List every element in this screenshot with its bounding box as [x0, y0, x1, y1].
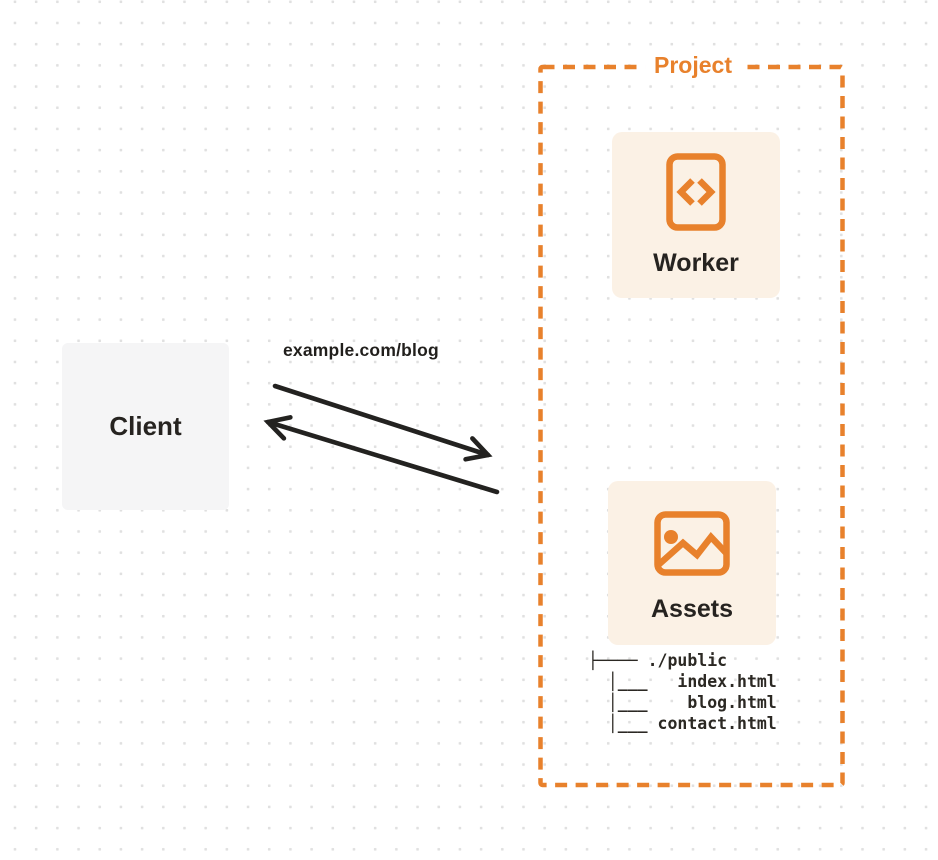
project-label: Project: [645, 52, 741, 79]
image-icon: [654, 511, 730, 576]
client-node: Client: [62, 343, 229, 510]
chevron-right-icon: [697, 178, 716, 206]
response-arrow: [263, 415, 500, 495]
chevron-left-icon: [676, 178, 695, 206]
file-tree-line-index: │___ index.html: [588, 672, 777, 691]
client-label: Client: [109, 411, 182, 441]
request-url-label: example.com/blog: [283, 340, 439, 360]
worker-label: Worker: [653, 249, 739, 277]
file-tree: ├──── ./public │___ index.html │___ blog…: [588, 650, 777, 734]
request-arrow: [272, 383, 493, 462]
assets-label: Assets: [651, 595, 733, 623]
mountains-icon: [660, 532, 724, 570]
file-tree-line-root: ├──── ./public: [588, 651, 728, 670]
assets-node: Assets: [608, 481, 776, 645]
code-document-icon: [666, 153, 726, 231]
sun-icon: [664, 530, 678, 544]
file-tree-line-blog: │___ blog.html: [588, 693, 777, 712]
worker-node: Worker: [612, 132, 780, 298]
file-tree-line-contact: │___ contact.html: [588, 714, 777, 733]
